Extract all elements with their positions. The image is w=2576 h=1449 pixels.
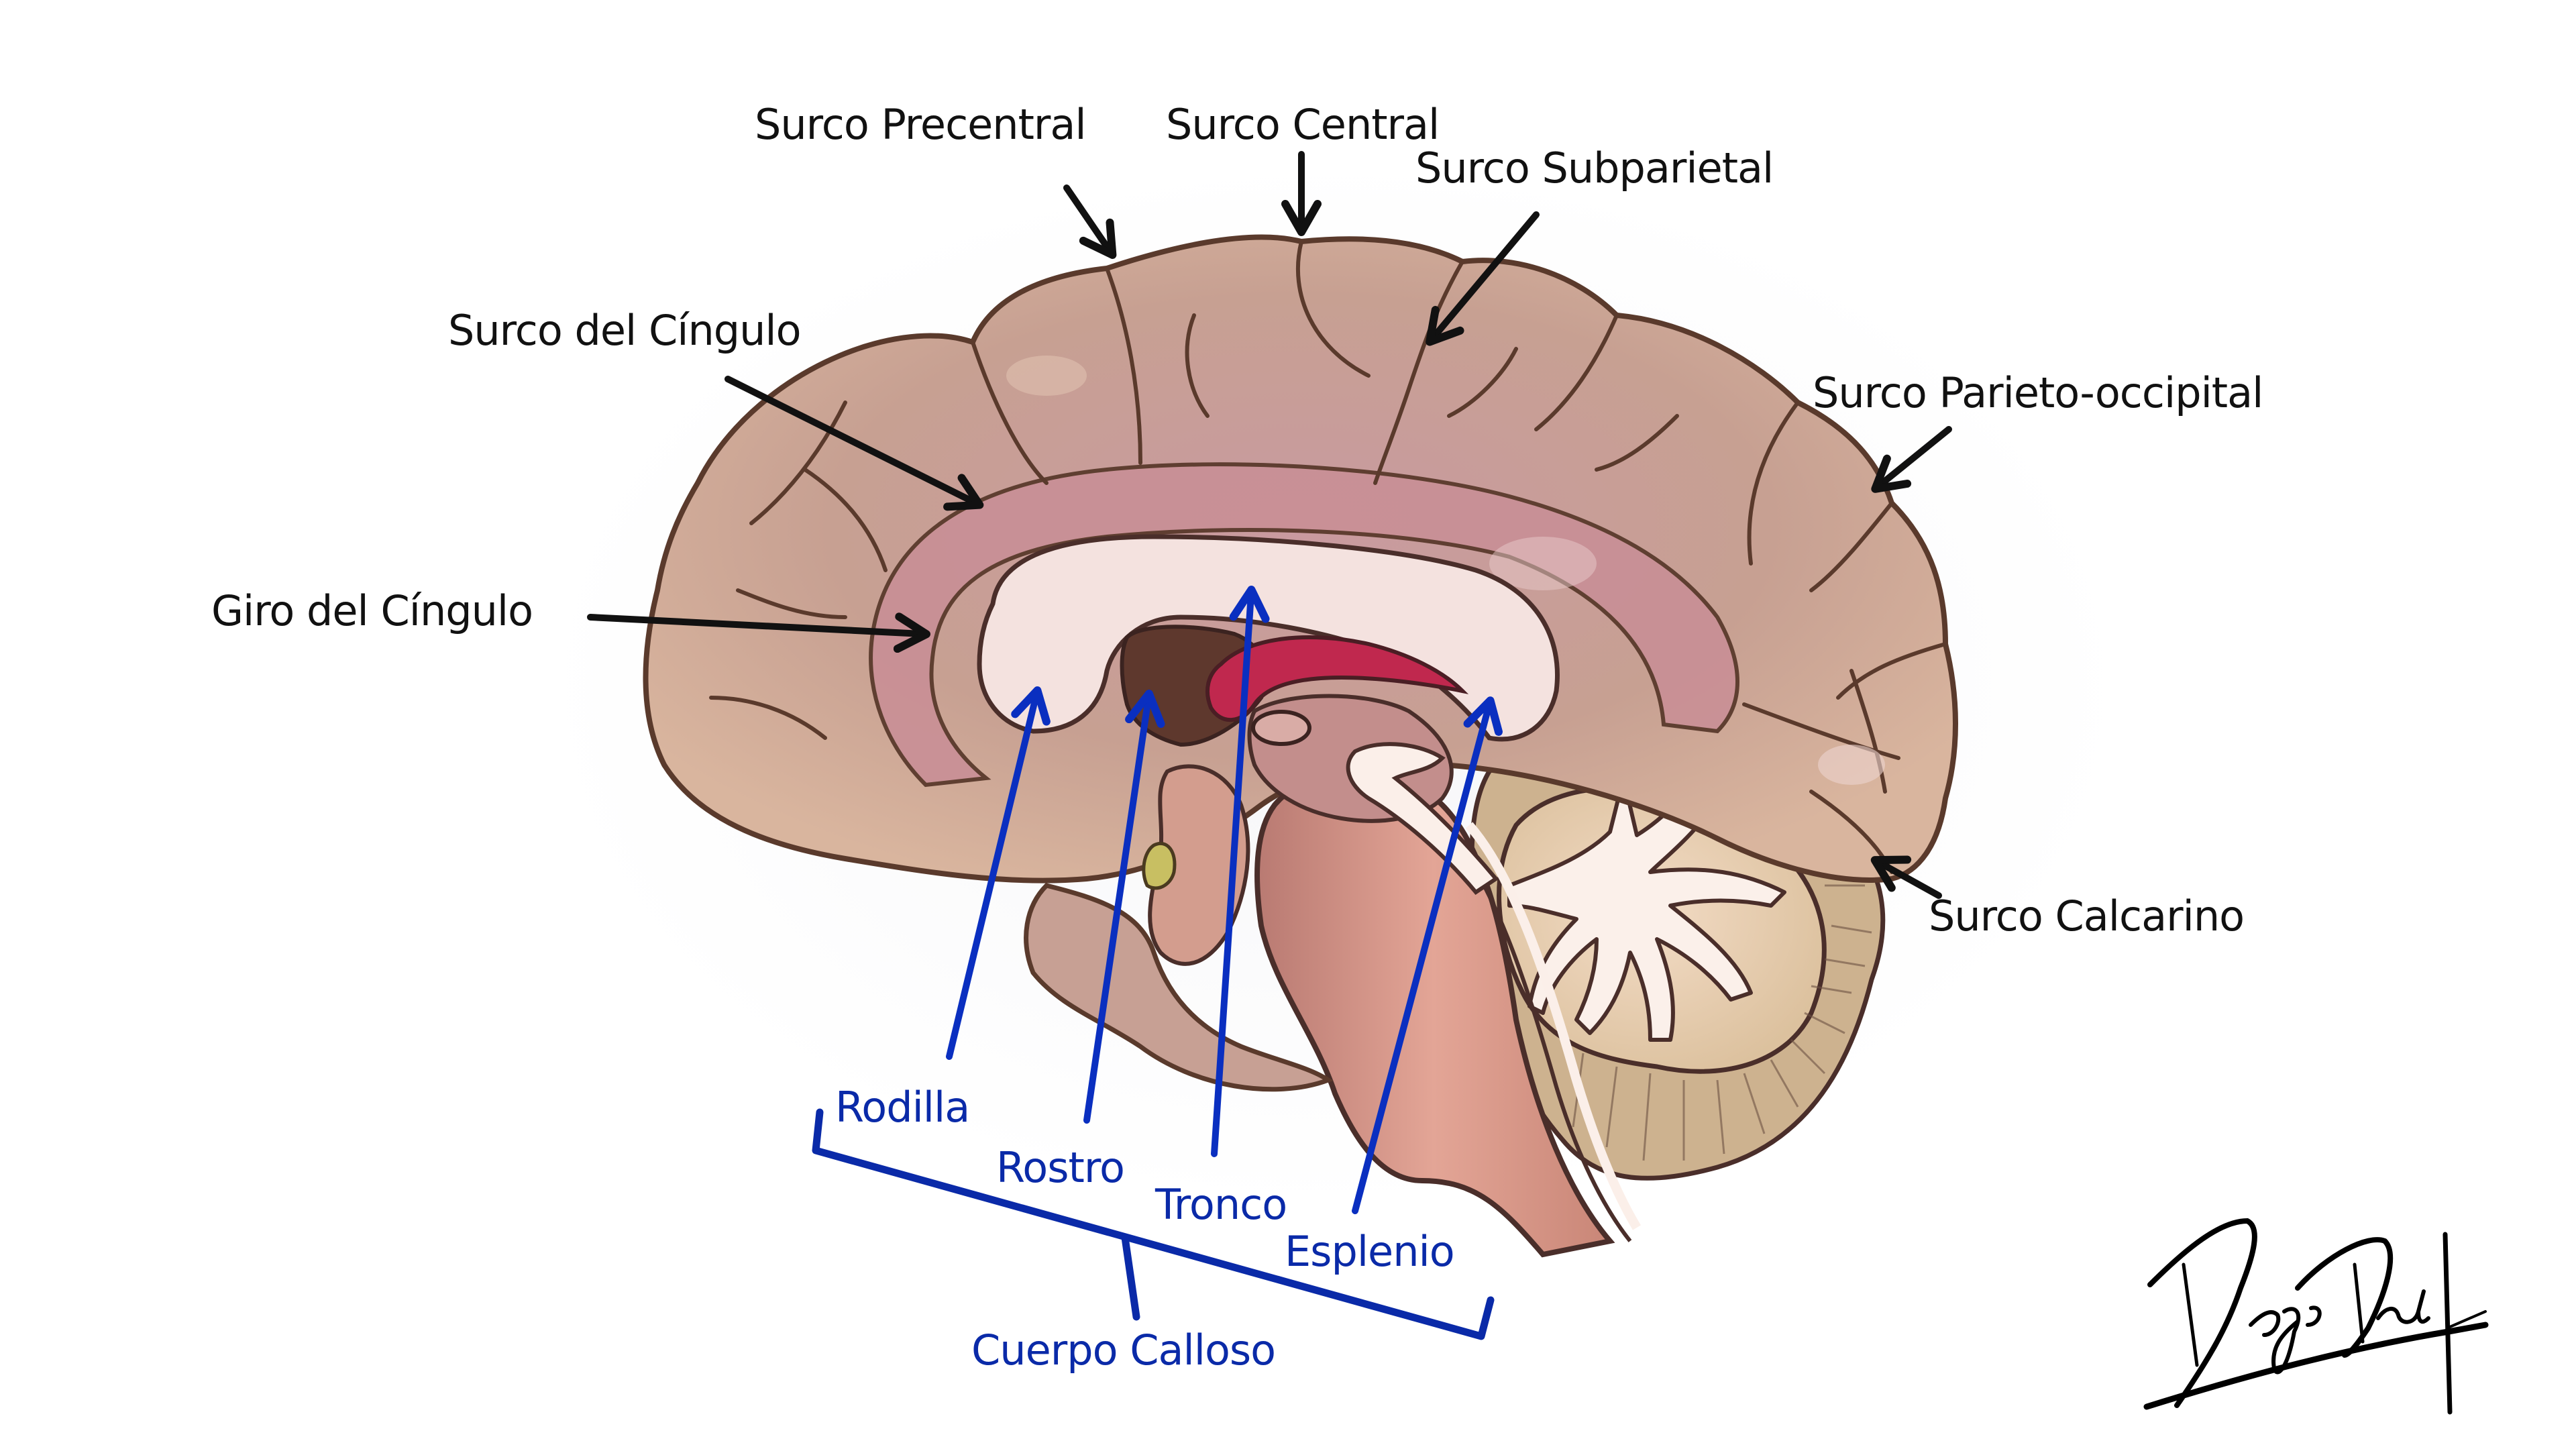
- label-surco-subparietal: Surco Subparietal: [1415, 144, 1774, 193]
- arrow-rodilla: [946, 686, 1051, 1060]
- label-rodilla: Rodilla: [835, 1083, 970, 1132]
- sulci-lines: [709, 239, 1947, 874]
- cuerpo-calloso-bracket: [812, 1108, 1495, 1340]
- tectum: [1346, 742, 1499, 895]
- arrow-surco-calcarino: [1870, 855, 1942, 899]
- brainstem: [1254, 767, 1642, 1258]
- label-surco-precentral: Surco Precentral: [755, 100, 1087, 149]
- arrow-rostro: [1083, 690, 1165, 1124]
- temporal-lobe: [1024, 883, 1334, 1092]
- fornix: [1205, 635, 1469, 722]
- label-cuerpo-calloso: Cuerpo Calloso: [971, 1326, 1276, 1375]
- label-surco-parieto-occipital: Surco Parieto-occipital: [1813, 368, 2263, 417]
- arrow-surco-parieto-occipital: [1871, 426, 1952, 493]
- arrow-surco-precentral: [1063, 184, 1117, 259]
- arrow-surco-subparietal: [1426, 211, 1540, 346]
- label-surco-del-cingulo: Surco del Cíngulo: [448, 306, 802, 355]
- label-rostro: Rostro: [996, 1143, 1125, 1192]
- blue-arrows: [946, 586, 1503, 1214]
- label-esplenio: Esplenio: [1285, 1227, 1455, 1276]
- optic-chiasm: [1142, 842, 1177, 890]
- corpus-callosum: [977, 534, 1560, 742]
- arrow-tronco: [1211, 586, 1270, 1157]
- arrow-esplenio: [1352, 696, 1503, 1214]
- label-giro-del-cingulo: Giro del Cíngulo: [211, 586, 533, 635]
- black-arrows: [587, 151, 1952, 899]
- arrow-giro-del-cingulo: [587, 612, 930, 653]
- label-tronco: Tronco: [1155, 1180, 1287, 1229]
- signature: [2143, 1218, 2489, 1415]
- interthalamic-adhesion: [1251, 710, 1311, 746]
- arrow-surco-del-cingulo: [724, 376, 984, 511]
- label-surco-central: Surco Central: [1166, 100, 1440, 149]
- label-surco-calcarino: Surco Calcarino: [1929, 892, 2245, 941]
